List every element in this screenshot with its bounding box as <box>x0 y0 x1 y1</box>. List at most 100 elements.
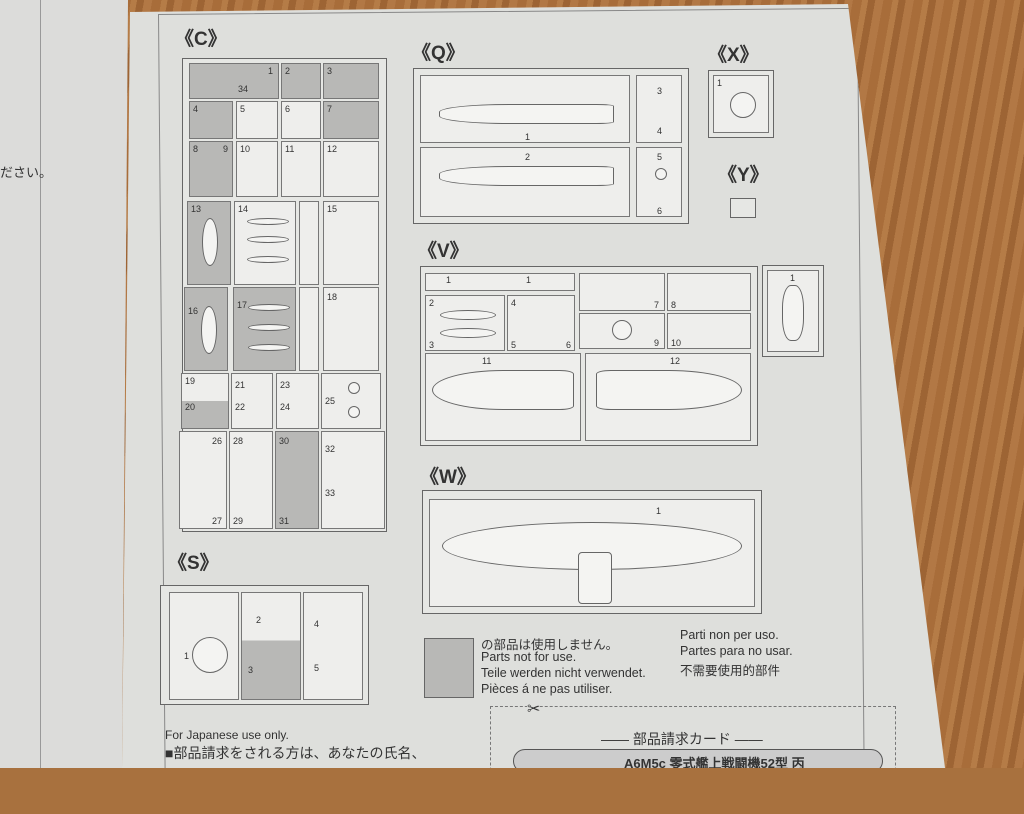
part-outline <box>201 306 217 354</box>
part-number: 1 <box>268 66 274 76</box>
parts-request-instructions: ■部品請求をされる方は、あなたの氏名、 <box>165 745 426 761</box>
card-header: A6M5c 零式艦上戦闘機52型 丙 <box>624 756 805 771</box>
part-cell: 12 <box>585 353 751 441</box>
part-cell: 9 <box>579 313 665 349</box>
part-cell: 16 <box>184 287 228 371</box>
part-cell: 11 <box>281 141 321 197</box>
scissors-icon: ✂ <box>527 699 541 719</box>
part-outline <box>247 218 289 225</box>
part-number: 1 <box>790 273 796 283</box>
part-number: 11 <box>482 356 492 366</box>
part-cell: 1 <box>169 592 239 700</box>
part-number: 3 <box>657 86 663 96</box>
part-number: 6 <box>566 340 572 350</box>
part-number: 1 <box>717 78 723 88</box>
japanese-use-note: For Japanese use only. <box>165 728 289 742</box>
part-number: 12 <box>327 144 338 154</box>
part-cell: 11 <box>425 353 581 441</box>
part-number: 26 <box>212 436 223 446</box>
part-cell: 4 <box>189 101 233 139</box>
part-outline <box>440 328 496 338</box>
part-number: 22 <box>235 402 246 412</box>
part-number: 3 <box>327 66 333 76</box>
part-cell: 7 <box>323 101 379 139</box>
part-cell: 3 <box>323 63 379 99</box>
part-number: 18 <box>327 292 338 302</box>
part-number: 7 <box>654 300 660 310</box>
part-outline <box>348 406 360 418</box>
legend-en: Parts not for use. <box>481 650 577 664</box>
part-number: 19 <box>185 376 196 386</box>
part-number: 2 <box>256 615 262 625</box>
part-number: 2 <box>285 66 291 76</box>
part-number: 8 <box>671 300 677 310</box>
section-v-title: 《V》 <box>418 241 469 262</box>
part-number: 17 <box>237 300 248 310</box>
left-page: ださい。 <box>0 0 128 768</box>
legend-zh: 不需要使用的部件 <box>680 664 781 678</box>
legend-it: Parti non per uso. <box>680 628 779 642</box>
section-x-title: 《X》 <box>708 45 759 66</box>
part-outline <box>248 324 290 331</box>
sprue-x: 1 <box>708 70 774 138</box>
legend-es: Partes para no usar. <box>680 644 793 658</box>
legend-de: Teile werden nicht verwendet. <box>481 666 646 680</box>
part-number: 30 <box>279 436 290 446</box>
part-outline <box>248 344 290 351</box>
part-cell <box>299 201 319 285</box>
part-outline <box>247 236 289 243</box>
part-cell: 6 <box>281 101 321 139</box>
part-outline <box>440 310 496 320</box>
part-outline <box>348 382 360 394</box>
part-number: 6 <box>657 206 663 216</box>
part-cell: 1 <box>420 75 630 143</box>
section-c-title: 《C》 <box>175 29 227 50</box>
part-number: 20 <box>185 402 196 412</box>
part-number: 10 <box>240 144 251 154</box>
part-number: 4 <box>314 619 320 629</box>
part-outline <box>439 166 614 186</box>
part-number: 4 <box>657 126 663 136</box>
part-number: 1 <box>446 275 452 285</box>
part-number: 6 <box>285 104 291 114</box>
part-outline <box>202 218 218 266</box>
part-number: 7 <box>327 104 333 114</box>
part-number: 13 <box>191 204 202 214</box>
part-cell: 10 <box>667 313 751 349</box>
part-cell: 25 <box>321 373 381 429</box>
part-cell <box>299 287 319 371</box>
part-number: 25 <box>325 396 336 406</box>
part-number: 3 <box>429 340 435 350</box>
part-cell: 12 <box>323 141 379 197</box>
part-cell: 17 <box>233 287 296 371</box>
part-number: 1 <box>526 275 532 285</box>
part-number: 5 <box>511 340 517 350</box>
part-number: 4 <box>193 104 199 114</box>
part-number: 16 <box>188 306 199 316</box>
legend-jp: の部品は使用しません。 <box>481 638 619 652</box>
part-cell: 8 <box>667 273 751 311</box>
part-number: 1 <box>525 132 531 142</box>
part-cell: 1 <box>429 499 755 607</box>
part-outline <box>192 637 228 673</box>
part-cell: 1 <box>713 75 769 133</box>
part-cell: 2 <box>420 147 630 217</box>
card-title: —— 部品請求カード —— <box>601 731 763 747</box>
part-outline <box>247 256 289 263</box>
part-number: 4 <box>511 298 517 308</box>
part-number: 9 <box>654 338 660 348</box>
part-number: 3 <box>248 665 254 675</box>
part-number: 23 <box>280 380 291 390</box>
